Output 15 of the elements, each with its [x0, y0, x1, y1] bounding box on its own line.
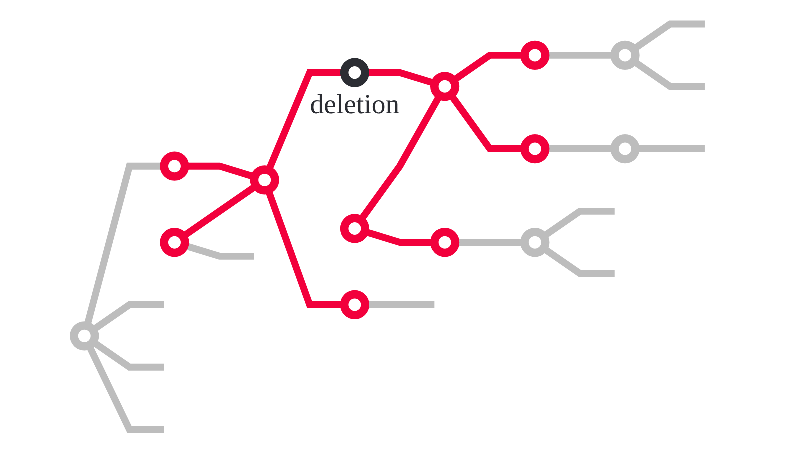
node-circle: [520, 134, 550, 164]
node-circle: [520, 40, 550, 70]
node-circle: [160, 228, 190, 258]
node-circle: [430, 72, 460, 102]
node-circle: [340, 290, 370, 320]
node-circle: [610, 134, 640, 164]
node-circle: [430, 228, 460, 258]
node-circle: [340, 58, 370, 88]
node-circle: [610, 40, 640, 70]
node-circle: [340, 214, 370, 244]
node-circle: [250, 166, 280, 195]
node-circle: [70, 322, 100, 351]
node-caption: deletion: [310, 88, 400, 120]
node-circle: [160, 152, 190, 181]
node-circle: [520, 228, 550, 258]
